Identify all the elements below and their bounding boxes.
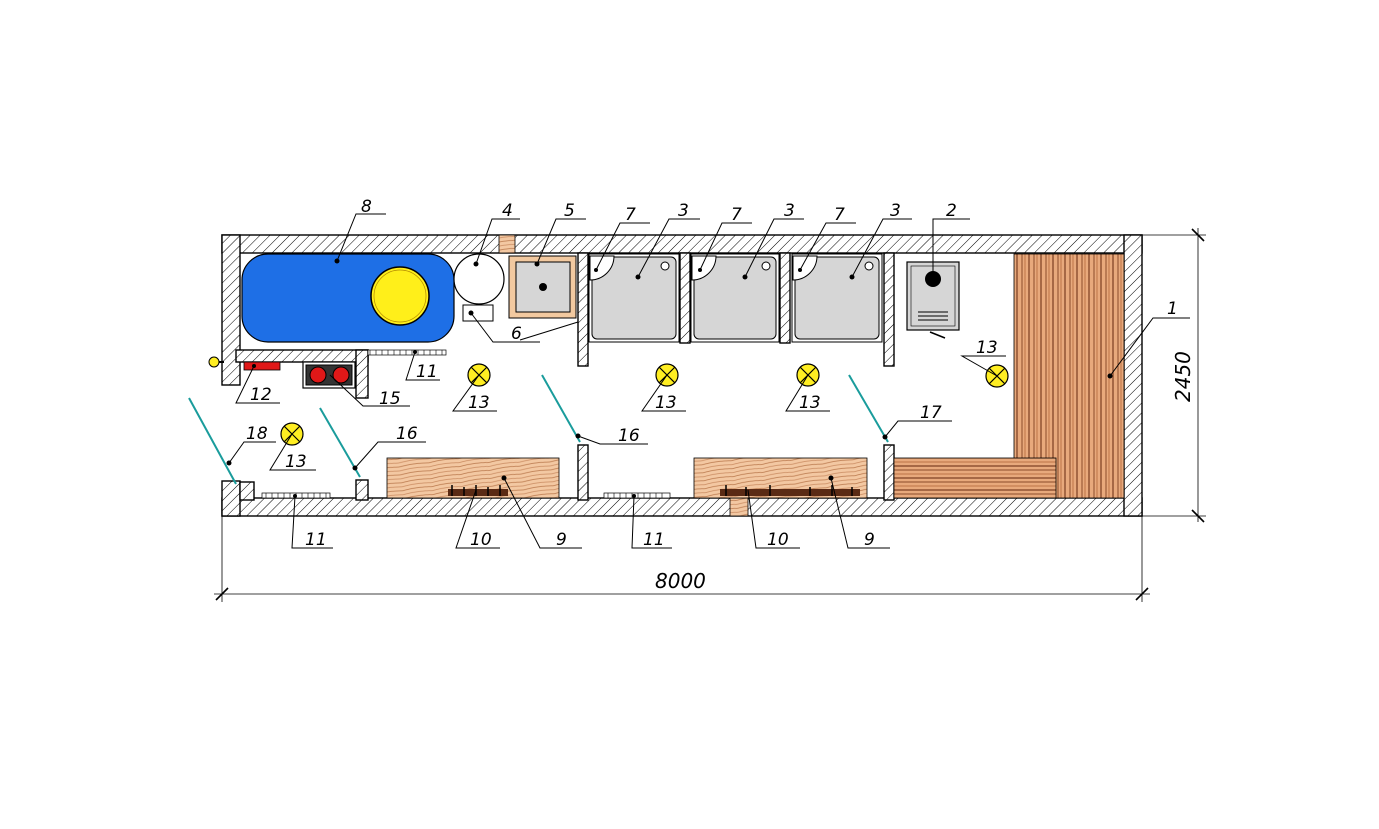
callout-4: 4 xyxy=(502,201,513,221)
callout-11c: 11 xyxy=(643,530,665,550)
callout-2: 2 xyxy=(946,201,957,221)
callout-13b: 13 xyxy=(468,393,490,413)
grille-top xyxy=(367,349,447,356)
dimension-width-label: 2450 xyxy=(1171,351,1195,402)
wash-sink[interactable] xyxy=(508,255,577,319)
callout-7c: 7 xyxy=(834,205,845,225)
callout-18: 18 xyxy=(246,424,268,444)
door-sauna[interactable] xyxy=(848,374,889,443)
radiator-1 xyxy=(448,485,508,496)
radiator-2 xyxy=(720,485,860,496)
sauna-shelf-vertical[interactable] xyxy=(1013,253,1125,499)
electric-hob[interactable] xyxy=(302,361,356,389)
door-1[interactable] xyxy=(319,407,361,478)
dimension-width xyxy=(1142,228,1206,523)
shower-cabin-3[interactable] xyxy=(791,253,883,343)
bench-2[interactable] xyxy=(693,457,868,499)
door-entrance[interactable] xyxy=(188,397,237,485)
grille-left-bottom xyxy=(261,492,331,499)
toilet[interactable] xyxy=(453,253,505,322)
ventilation-opening-top xyxy=(498,234,516,254)
grille-middle-bottom xyxy=(603,492,671,499)
callout-3a: 3 xyxy=(678,201,689,221)
callout-15: 15 xyxy=(379,389,401,409)
callout-16a: 16 xyxy=(396,424,418,444)
callout-16b: 16 xyxy=(618,426,640,446)
shower-cabin-1[interactable] xyxy=(588,253,680,343)
callout-1: 1 xyxy=(1167,299,1178,319)
callout-12: 12 xyxy=(250,385,272,405)
callout-17: 17 xyxy=(920,403,942,423)
dimension-length-label: 8000 xyxy=(655,569,706,593)
partition-walls xyxy=(235,252,895,501)
callout-labels: 8 4 5 6 7 3 7 3 7 3 2 1 13 13 13 13 13 1… xyxy=(246,197,1195,593)
callout-7a: 7 xyxy=(625,205,636,225)
water-heater[interactable] xyxy=(243,361,281,371)
callout-6: 6 xyxy=(511,324,522,344)
callout-11b: 11 xyxy=(305,530,327,550)
bench-1[interactable] xyxy=(386,457,560,499)
callout-3b: 3 xyxy=(784,201,795,221)
callout-13e: 13 xyxy=(285,452,307,472)
callout-13d: 13 xyxy=(799,393,821,413)
callout-10b: 10 xyxy=(767,530,789,550)
leader-lines xyxy=(228,213,1190,549)
dimension-length xyxy=(214,516,1150,602)
callout-9b: 9 xyxy=(864,530,875,550)
ventilation-opening-bottom xyxy=(729,497,749,517)
callout-13c: 13 xyxy=(655,393,677,413)
door-2[interactable] xyxy=(541,374,581,443)
callout-5: 5 xyxy=(564,201,575,221)
bath-tub[interactable] xyxy=(241,253,455,343)
callout-11a: 11 xyxy=(416,362,438,382)
shower-cabin-2[interactable] xyxy=(690,253,780,343)
outer-walls xyxy=(221,234,1143,517)
callout-3c: 3 xyxy=(890,201,901,221)
callout-10a: 10 xyxy=(470,530,492,550)
outside-tap[interactable] xyxy=(208,356,224,368)
callout-8: 8 xyxy=(361,197,372,217)
callout-9a: 9 xyxy=(556,530,567,550)
sauna-shelf-horizontal[interactable] xyxy=(893,457,1057,499)
callout-7b: 7 xyxy=(731,205,742,225)
callout-13a: 13 xyxy=(976,338,998,358)
